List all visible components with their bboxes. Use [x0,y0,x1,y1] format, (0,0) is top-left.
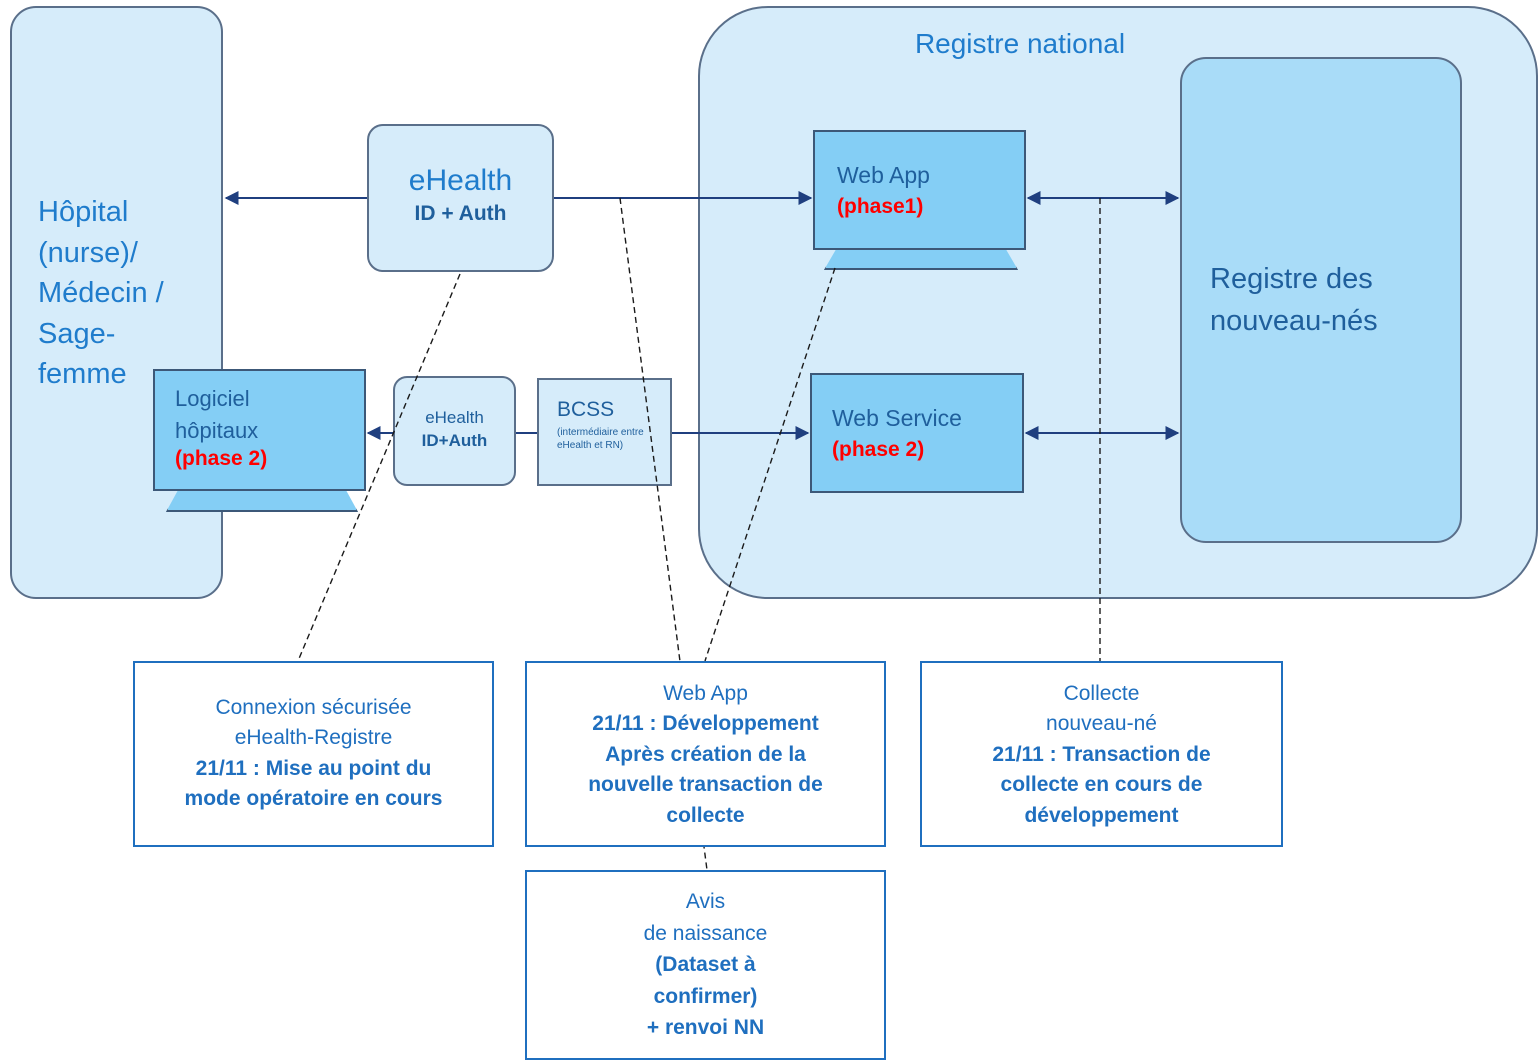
ehealth-small-title: eHealth [425,408,484,427]
note-collecte-title: Collecte nouveau-né [1046,682,1157,736]
web-app-phase: (phase1) [837,195,924,218]
web-service-title: Web Service [832,405,962,431]
bcss-note: (intermédiaire entre eHealth et RN) [557,427,644,451]
logiciel-title: Logiciel hôpitaux [175,386,259,443]
note-avis-status: (Dataset à confirmer) + renvoi NN [646,953,765,1039]
web-service-box: Web Service (phase 2) [810,373,1024,493]
ehealth-small-node: eHealth ID+Auth [393,376,516,486]
note-connexion-title: Connexion sécurisée eHealth-Registre [215,696,412,750]
note-web-app: Web App 21/11 : Développement Après créa… [525,661,886,847]
note-collecte-status: 21/11 : Transaction de collecte en cours… [992,742,1211,827]
newborn-registry-panel [1180,57,1462,543]
web-service-phase: (phase 2) [832,438,925,461]
note-web-app-status: 21/11 : Développement Après création de … [588,712,823,827]
note-connexion: Connexion sécurisée eHealth-Registre 21/… [133,661,494,847]
newborn-registry-label: Registre des nouveau-nés [1210,263,1378,338]
note-connexion-status: 21/11 : Mise au point du mode opératoire… [184,756,443,811]
web-app-monitor: Web App (phase1) [813,130,1026,250]
logiciel-phase: (phase 2) [175,446,268,470]
note-collecte: Collecte nouveau-né 21/11 : Transaction … [920,661,1283,847]
callout-connexion [297,273,461,662]
hospital-label: Hôpital (nurse)/ Médecin / Sage- femme [38,196,164,391]
web-app-title: Web App [837,162,930,188]
callout-web-app [704,267,836,662]
logiciel-monitor: Logiciel hôpitaux (phase 2) [153,369,366,491]
bcss-node: BCSS (intermédiaire entre eHealth et RN) [537,378,672,486]
ehealth-main-subtitle: ID + Auth [414,202,507,225]
ehealth-small-subtitle: ID+Auth [421,431,488,450]
ehealth-main-title: eHealth [408,164,513,197]
bcss-title: BCSS [557,398,615,421]
note-avis: Avis de naissance (Dataset à confirmer) … [525,870,886,1060]
registre-national-title: Registre national [914,28,1126,59]
note-web-app-title: Web App [663,682,748,705]
ehealth-main-node: eHealth ID + Auth [367,124,554,272]
note-avis-title: Avis de naissance [643,890,768,945]
